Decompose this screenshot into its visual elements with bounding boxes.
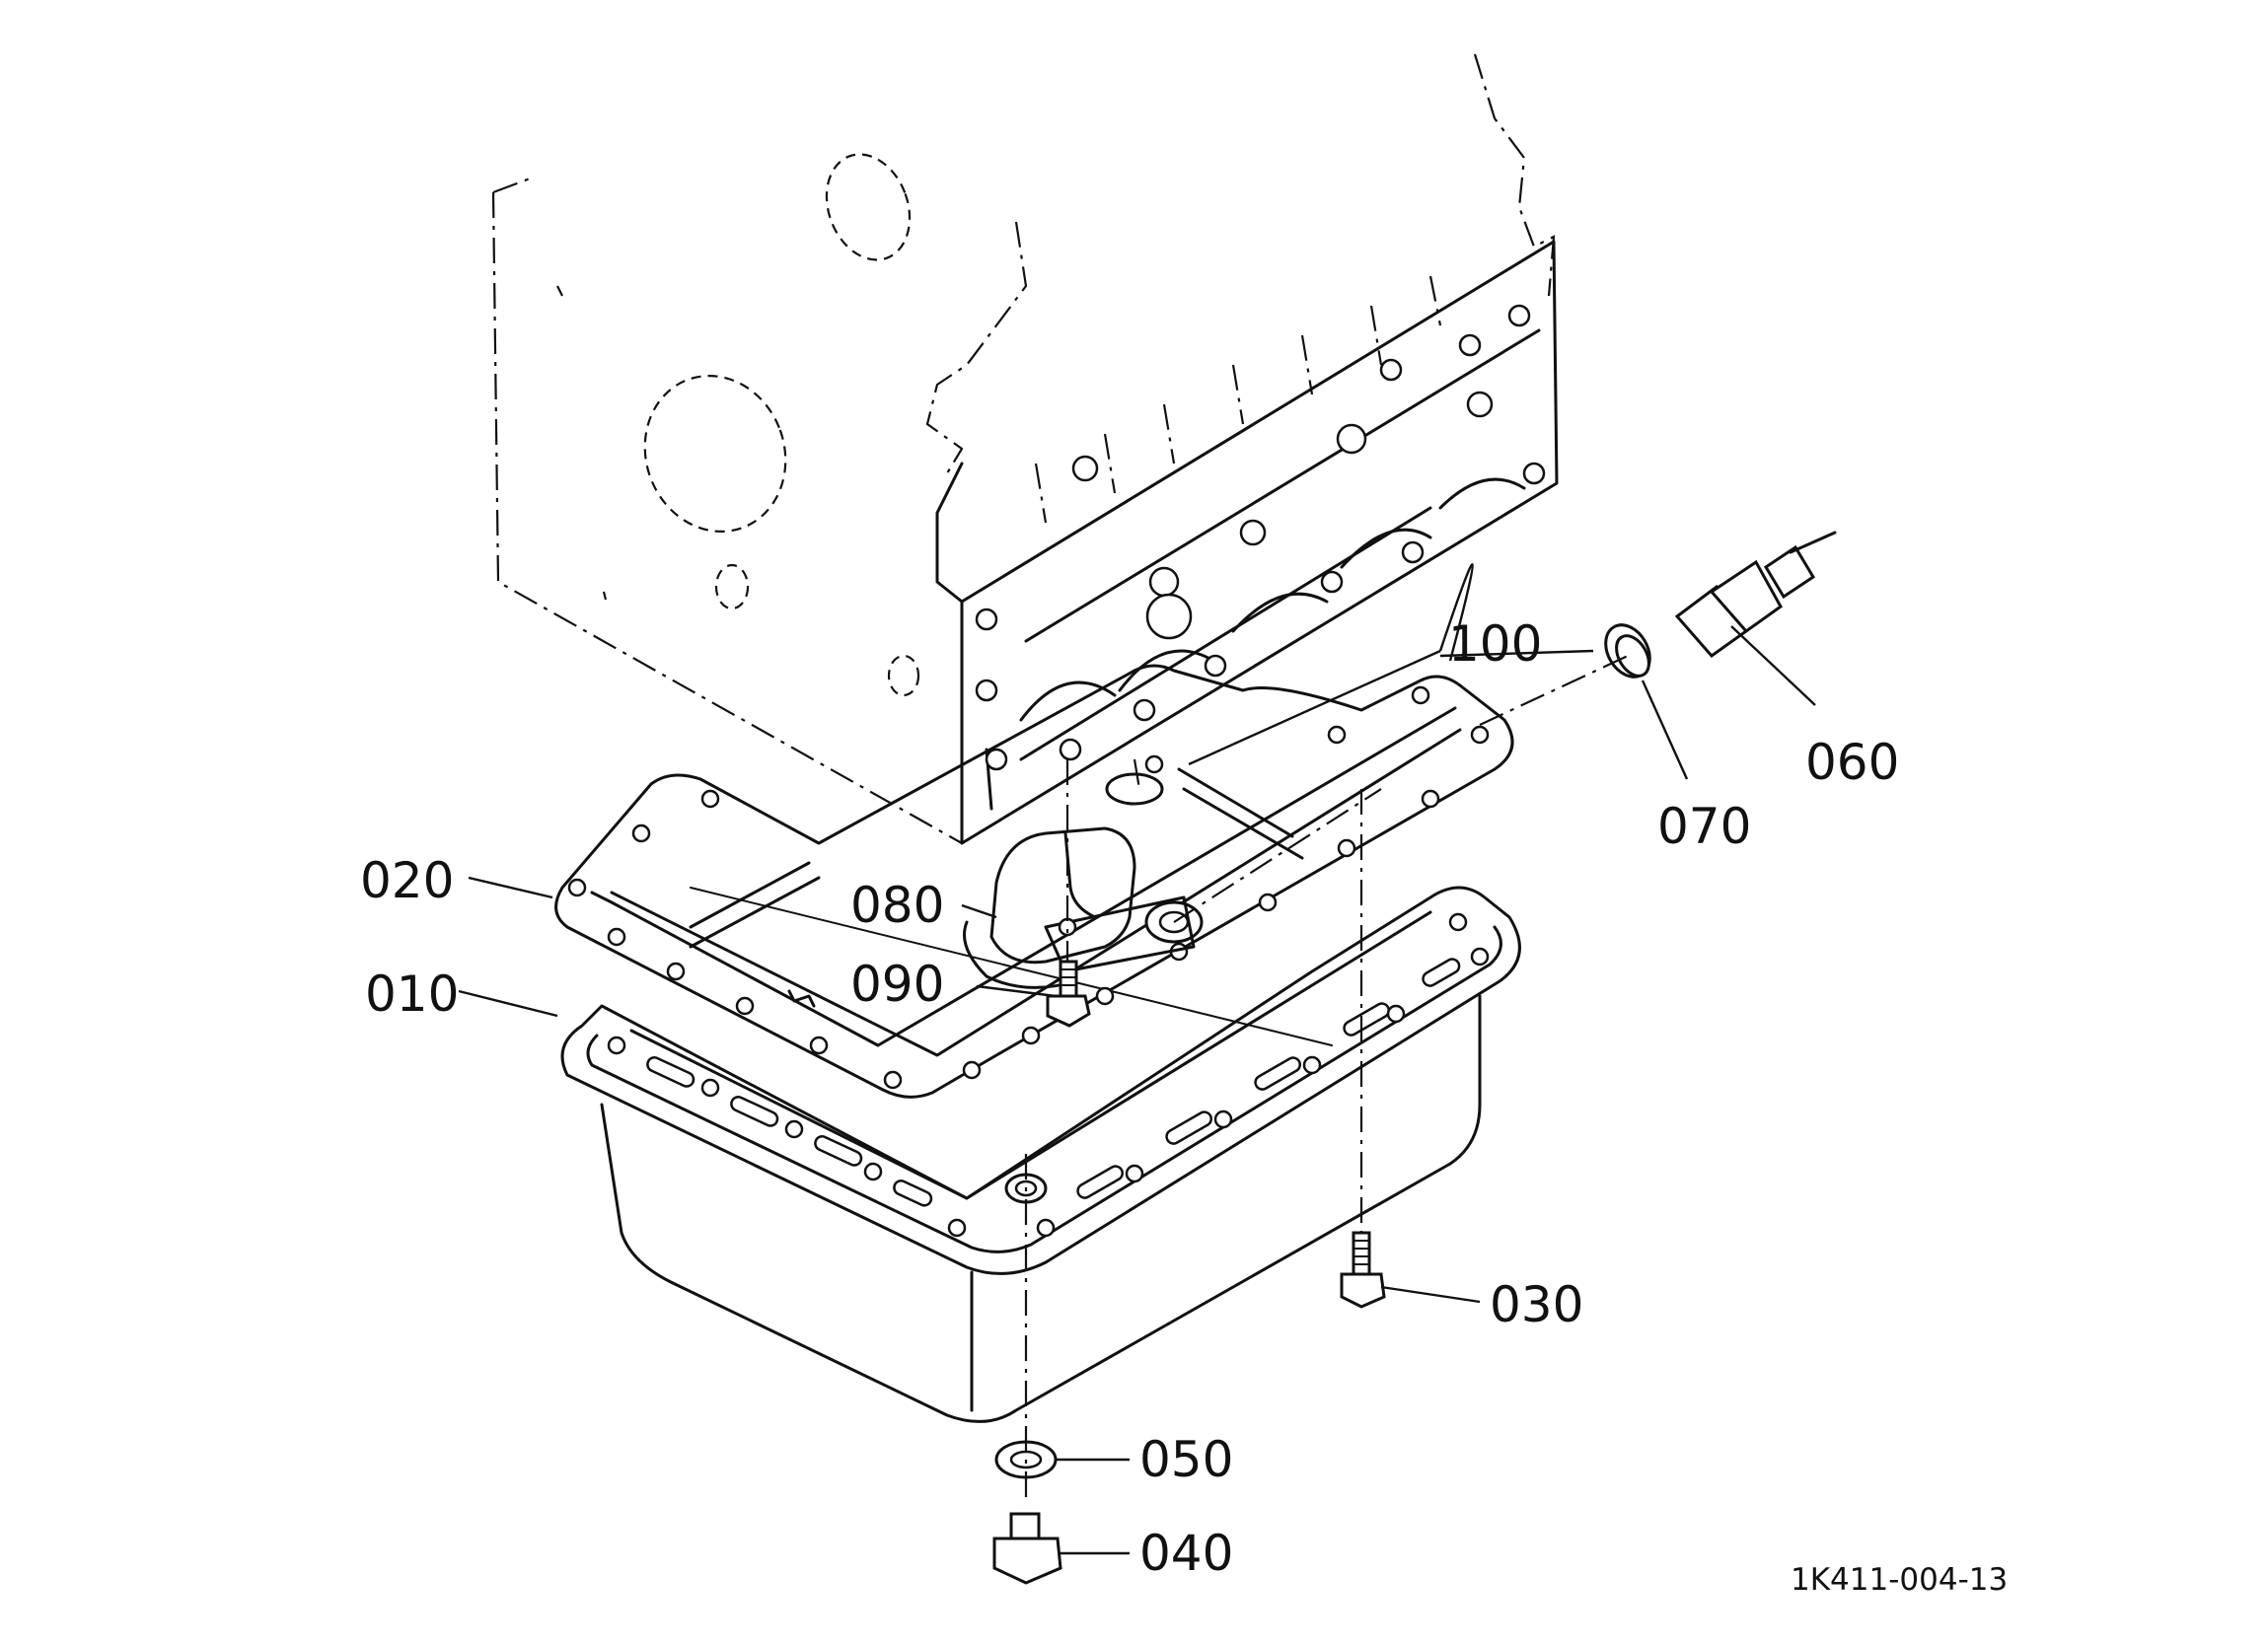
pan-bolt [1340, 1231, 1386, 1309]
callout-060: 060 [1805, 734, 1899, 791]
callout-070: 070 [1657, 798, 1751, 855]
callout-020: 020 [360, 852, 454, 909]
callout-080: 080 [850, 877, 944, 934]
fitting-washer [1615, 634, 1650, 678]
drawing-reference-number: 1K411-004-13 [1791, 1562, 2008, 1598]
callout-050: 050 [1139, 1431, 1233, 1488]
oil-pan [560, 886, 1521, 1423]
callout-030: 030 [1490, 1276, 1583, 1333]
oil-pan-gasket [554, 664, 1514, 1099]
callout-040: 040 [1139, 1525, 1233, 1582]
assembly-centerlines [1024, 655, 1629, 1499]
pan-flange-slots [607, 912, 1490, 1238]
strainer-bolt [1046, 960, 1091, 1028]
engine-block [491, 53, 1559, 845]
callout-100: 100 [1448, 615, 1542, 673]
callout-010: 010 [365, 966, 459, 1023]
drain-plug [992, 1512, 1062, 1585]
callout-090: 090 [850, 956, 944, 1013]
o-ring [1105, 772, 1164, 806]
gasket-bolt-holes [567, 685, 1490, 1090]
leader-lines [458, 563, 1816, 1555]
